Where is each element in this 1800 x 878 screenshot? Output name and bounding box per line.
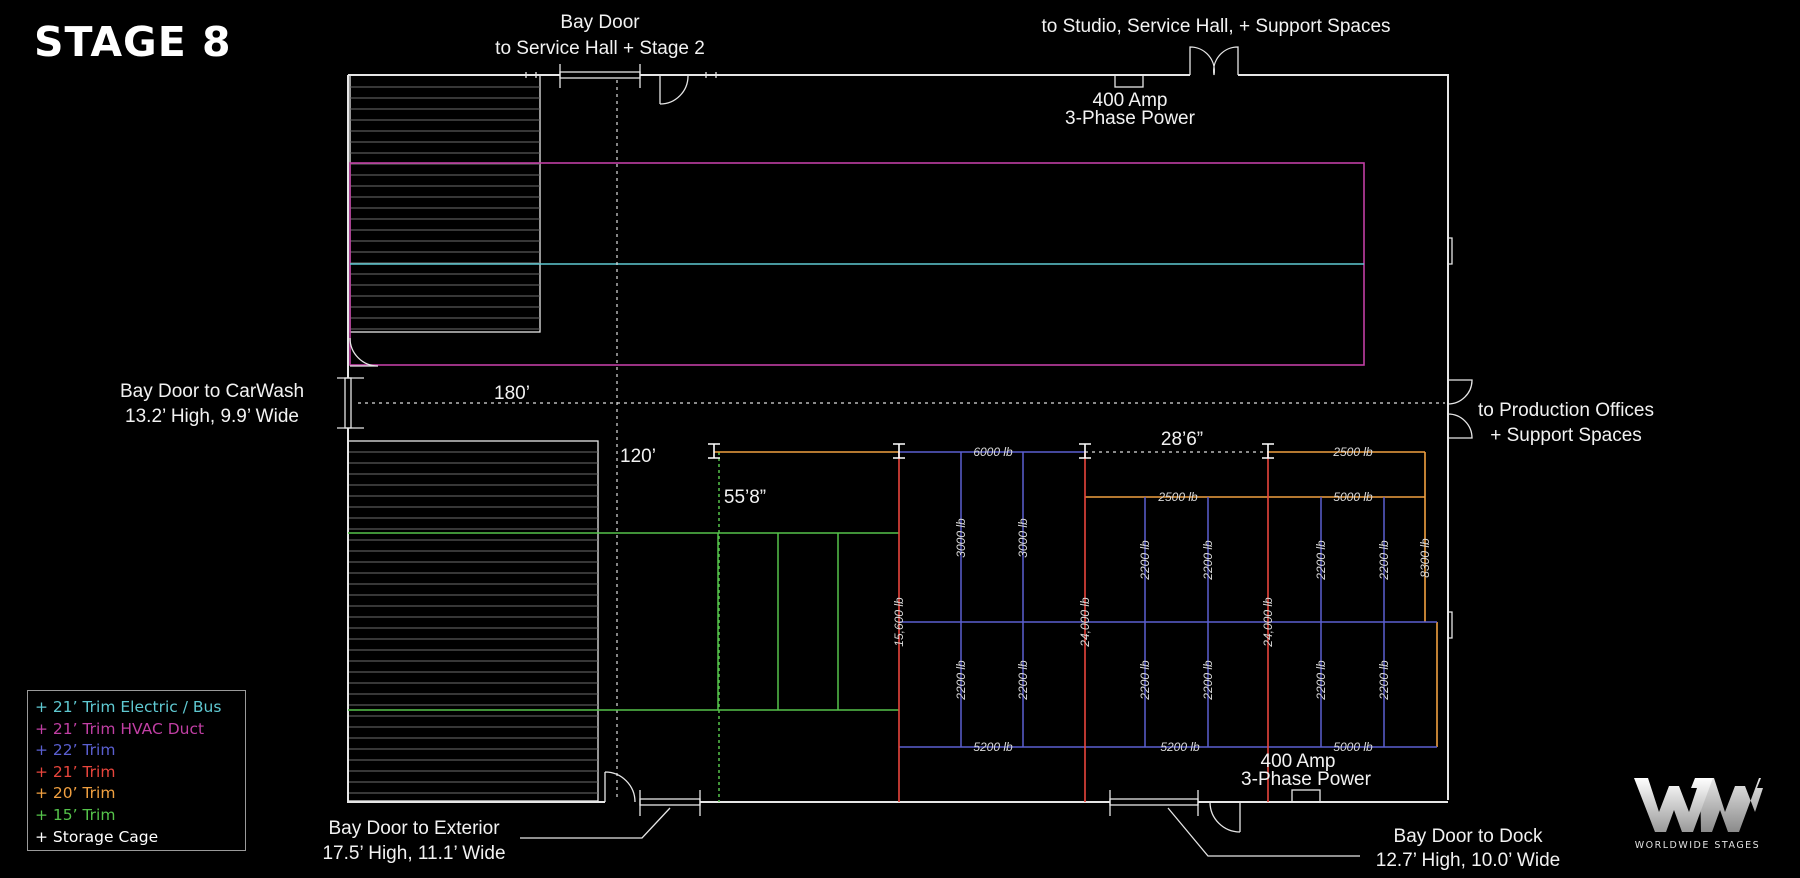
bay-door-service-hall <box>559 64 641 88</box>
power-top-label-1: 400 Amp <box>1093 90 1168 111</box>
weight-2200: 2200 lb <box>1201 540 1215 581</box>
weight-6000: 6000 lb <box>973 445 1013 459</box>
bay-door-carwash <box>337 377 364 429</box>
exterior-label-1: Bay Door to Exterior <box>328 818 500 839</box>
weight-2200: 2200 lb <box>1314 540 1328 581</box>
weight-2200: 2200 lb <box>1016 660 1030 701</box>
trim-20-lines <box>714 451 1438 747</box>
door-swing-dock <box>1209 801 1241 833</box>
legend: + 21’ Trim Electric / Bus + 21’ Trim HVA… <box>27 690 246 851</box>
bay-door-top-label-1: Bay Door <box>560 12 640 33</box>
trim-15-grid <box>348 452 899 802</box>
legend-item: + 22’ Trim <box>35 741 116 760</box>
power-bottom-label-2: 3-Phase Power <box>1241 769 1372 790</box>
door-swing-exterior <box>604 771 636 803</box>
exterior-label-2: 17.5’ High, 11.1’ Wide <box>322 843 505 864</box>
door-swing-cage <box>349 337 379 367</box>
worldwide-stages-logo: WORLDWIDE STAGES <box>1630 770 1765 851</box>
legend-item: + 15’ Trim <box>35 805 116 824</box>
storage-cage-bottom <box>347 440 599 802</box>
weight-3000-a: 3000 lb <box>954 518 968 558</box>
power-top-label-2: 3-Phase Power <box>1065 108 1196 129</box>
trim-21-beams <box>898 452 1269 802</box>
prod-offices-label-2: + Support Spaces <box>1490 425 1642 446</box>
legend-item: + 20’ Trim <box>35 784 116 803</box>
weight-labels: 6000 lb 2500 lb 2500 lb 5000 lb 5200 lb … <box>892 445 1432 754</box>
weight-15600: 15,600 lb <box>892 597 906 647</box>
weight-2500-a: 2500 lb <box>1157 490 1198 504</box>
weight-5200-a: 5200 lb <box>973 740 1013 754</box>
trim-22-grid <box>899 451 1437 748</box>
logo-caption: WORLDWIDE STAGES <box>1634 840 1761 851</box>
leader-exterior <box>520 807 671 839</box>
legend-item: + 21’ Trim Electric / Bus <box>35 698 222 716</box>
double-door-studio <box>1189 46 1239 76</box>
bay-door-exterior <box>639 790 701 816</box>
door-swing-top <box>659 75 689 105</box>
dimension-55-8: 55’8” <box>724 487 766 508</box>
to-studio-label: to Studio, Service Hall, + Support Space… <box>1041 16 1390 37</box>
prod-offices-label-1: to Production Offices <box>1478 400 1654 421</box>
beam-markers <box>708 443 1274 459</box>
weight-2200: 2200 lb <box>1138 660 1152 701</box>
power-box-top <box>1114 74 1144 88</box>
weight-5000-b: 5000 lb <box>1333 740 1373 754</box>
legend-item: + Storage Cage <box>35 827 159 846</box>
stage-walls <box>347 72 1449 803</box>
weight-2200: 2200 lb <box>1377 540 1391 581</box>
power-box-bottom <box>1291 789 1321 803</box>
dock-label-2: 12.7’ High, 10.0’ Wide <box>1376 850 1560 871</box>
carwash-label-2: 13.2’ High, 9.9’ Wide <box>125 406 299 427</box>
power-bottom-label-1: 400 Amp <box>1261 751 1336 772</box>
leader-dock <box>1167 807 1360 857</box>
weight-24000-a: 24,000 lb <box>1078 597 1092 648</box>
weight-2200: 2200 lb <box>954 660 968 701</box>
weight-2200: 2200 lb <box>1377 660 1391 701</box>
weight-5000-a: 5000 lb <box>1333 490 1373 504</box>
double-door-production <box>1447 379 1473 439</box>
legend-item: + 21’ Trim <box>35 762 116 781</box>
carwash-label-1: Bay Door to CarWash <box>120 381 304 402</box>
bay-door-top-label-2: to Service Hall + Stage 2 <box>495 38 705 59</box>
legend-item: + 21’ Trim HVAC Duct <box>35 719 205 738</box>
weight-24000-b: 24,000 lb <box>1261 597 1275 648</box>
dimension-28-6: 28’6” <box>1161 429 1203 450</box>
storage-cage-top <box>349 74 541 333</box>
dimension-120: 120’ <box>620 446 656 467</box>
weight-2200: 2200 lb <box>1201 660 1215 701</box>
ww-logo-icon <box>1634 778 1763 832</box>
weight-8300: 8300 lb <box>1418 538 1432 578</box>
weight-2200: 2200 lb <box>1314 660 1328 701</box>
annotations: Bay Door to Service Hall + Stage 2 to St… <box>120 12 1654 871</box>
weight-2500-b: 2500 lb <box>1332 445 1373 459</box>
weight-2200: 2200 lb <box>1138 540 1152 581</box>
weight-3000-b: 3000 lb <box>1016 518 1030 558</box>
dock-label-1: Bay Door to Dock <box>1394 826 1543 847</box>
dimension-180: 180’ <box>494 383 530 404</box>
wall-jogs <box>1448 237 1453 639</box>
weight-5200-b: 5200 lb <box>1160 740 1200 754</box>
stage-title: STAGE 8 <box>34 18 232 66</box>
bay-door-dock <box>1109 790 1199 816</box>
